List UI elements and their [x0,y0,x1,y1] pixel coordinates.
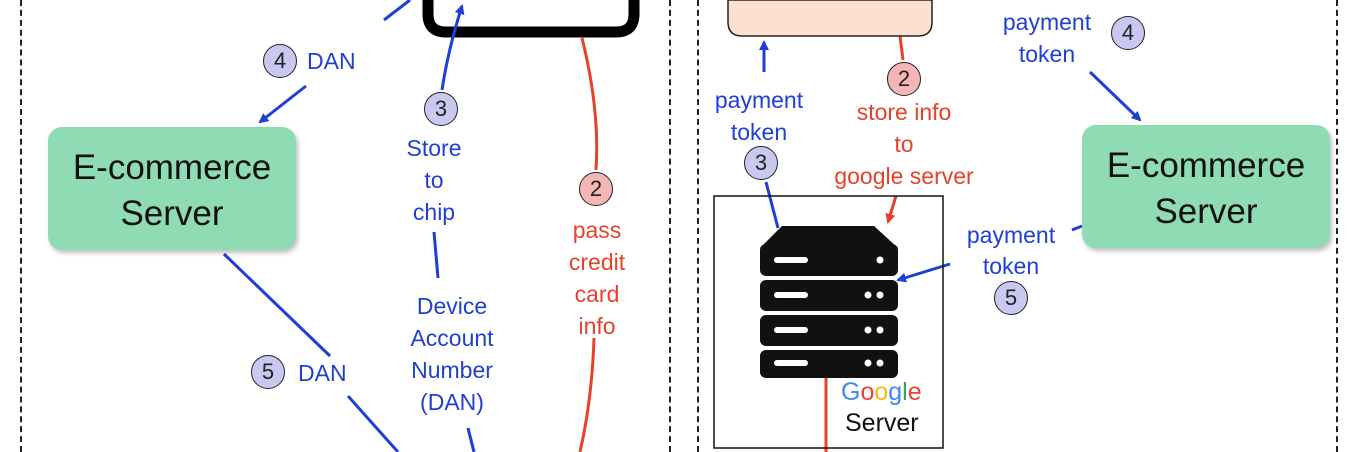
google-letter: o [874,378,889,406]
step5-badge-right: 5 [994,281,1028,315]
line-step5-upper [222,252,332,358]
google-letter: g [888,378,903,406]
google-wordmark: Google [841,378,922,406]
ecommerce-line1-right: E-commerce [1106,146,1306,185]
step3-l3: chip [412,199,456,225]
device-box-edge [422,0,640,38]
line-dan-vertical [432,231,440,279]
store-l2: to [894,131,914,157]
line-dan-bottom [466,427,476,452]
step2-l1: pass [572,217,622,243]
token-top-l2: token [1018,41,1076,67]
store-l3: google server [834,163,974,189]
arrow-token-server [896,262,951,283]
ecommerce-server-box-left: E-commerce Server [48,127,296,250]
dan-label: Device Account Number (DAN) [410,290,493,418]
dan-l2: Account [410,325,494,351]
google-server-label: Server [845,409,919,437]
token-top-l1: payment [1002,9,1092,35]
line-step2-credit-lower [578,337,596,452]
google-server-frame [713,195,944,449]
line-step3-server [764,181,780,229]
token-mid-l2: token [982,253,1040,279]
token-left-l2: token [730,119,788,145]
step2-l4: info [578,313,616,339]
dan-l3: Number [411,357,493,383]
step2-label-left: pass credit card info [569,214,625,342]
peach-box [727,0,933,37]
ecommerce-label-right: E-commerce Server [1082,143,1330,234]
dan-l4: (DAN) [420,389,484,415]
ecommerce-server-box-right: E-commerce Server [1082,125,1330,248]
step2-badge-right: 2 [887,62,921,96]
step3-badge-left: 3 [424,92,458,126]
ecommerce-line2-right: Server [1154,191,1258,231]
right-border [1336,0,1338,452]
token-left-l1: payment [714,87,804,113]
arrow-step3-store [440,4,465,91]
server-rack-icon [760,226,898,378]
center-divider-b [697,0,699,452]
step5-badge-left: 5 [251,355,285,389]
dan-l1: Device [416,293,488,319]
step5-label-left: DAN [298,360,347,386]
arrow-line-top-left [383,0,411,22]
line-step5-lower [346,395,400,452]
step2-l2: credit [568,249,626,275]
google-letter: l [902,378,908,406]
token-mid-label: payment token [967,220,1055,282]
token-left-label: payment token [715,84,803,148]
ecommerce-line1-left: E-commerce [72,148,272,187]
google-letter: e [907,378,922,406]
google-letter: o [860,378,875,406]
step3-l1: Store [406,135,462,161]
token-top-label: payment token [1003,6,1091,70]
ecommerce-label-left: E-commerce Server [48,145,296,236]
arrow-step2-server [885,195,898,224]
token-mid-l1: payment [966,222,1056,248]
step4-badge-right: 4 [1111,16,1145,50]
step3-label-left: Store to chip [407,132,462,228]
line-ecom-token [1071,224,1083,232]
step3-l2: to [424,167,444,193]
step4-label-left: DAN [307,48,356,74]
google-letter: G [841,378,861,406]
step2-l3: card [574,281,620,307]
step4-badge-left: 4 [263,44,297,78]
center-divider-a [669,0,671,452]
google-logo: Google [841,380,922,405]
arrow-step4-dan [258,84,307,124]
store-l1: store info [856,99,952,125]
ecommerce-line2-left: Server [120,193,224,233]
line-step2-credit [580,37,599,171]
step3-badge-right: 3 [744,146,778,180]
step2-badge-left: 2 [579,172,613,206]
left-border [20,0,22,452]
arrow-step4-token [1088,70,1142,122]
line-step2-red-top [898,35,905,61]
store-info-label: store info to google server [834,96,973,192]
